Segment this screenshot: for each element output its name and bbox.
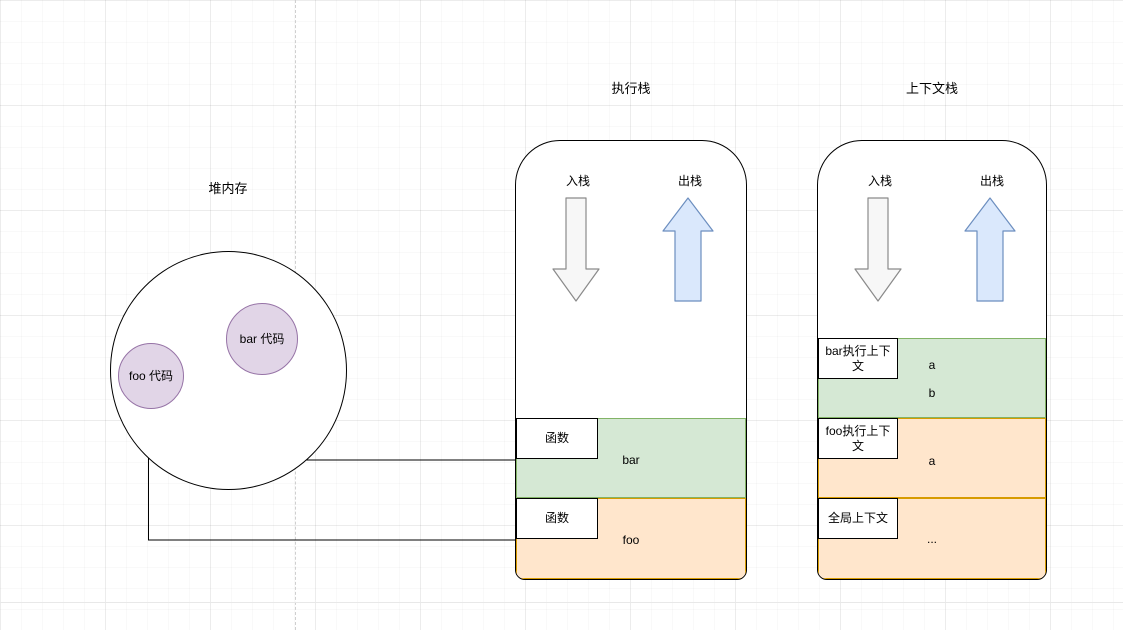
context-stack-frame-bar-label-box: bar执行上下文 — [818, 338, 898, 379]
pop-arrow-up-icon — [662, 197, 714, 302]
heap-circle — [110, 251, 347, 490]
context-stack-pop-label: 出栈 — [979, 174, 1004, 188]
frame-label: foo执行上下文 — [825, 423, 891, 453]
frame-label: 全局上下文 — [827, 511, 888, 525]
page-boundary-horizontal — [0, 602, 1123, 603]
push-arrow-down-icon — [552, 197, 600, 302]
execution-stack-frame-bar-label-box: 函数 — [516, 418, 598, 459]
execution-stack-push-label: 入栈 — [565, 174, 590, 188]
context-stack-frame-foo-value-a: a — [928, 454, 936, 468]
heap-node-bar: bar 代码 — [226, 303, 298, 375]
execution-stack-frame-bar-value: bar — [622, 453, 640, 467]
execution-stack-frame-foo-label-box: 函数 — [516, 498, 598, 539]
heap-node-foo: foo 代码 — [118, 343, 184, 409]
frame-label: 函数 — [544, 511, 569, 525]
context-stack-frame-bar-value-b: b — [928, 386, 936, 400]
frame-label: bar执行上下文 — [825, 343, 891, 373]
context-stack-frame-global-label-box: 全局上下文 — [818, 498, 898, 539]
heap-node-bar-label: bar 代码 — [239, 331, 285, 346]
context-stack-push-label: 入栈 — [867, 174, 892, 188]
execution-stack-container: 入栈 出栈 函数 bar 函数 foo — [515, 140, 747, 580]
pop-arrow-up-icon — [964, 197, 1016, 302]
execution-stack-frame-foo-value: foo — [622, 533, 640, 547]
context-stack-frame-bar-value-a: a — [928, 358, 936, 372]
context-stack-title: 上下文栈 — [905, 81, 958, 96]
execution-stack-title: 执行栈 — [611, 81, 651, 96]
context-stack-frame-global-value: ... — [926, 532, 937, 546]
execution-stack-pop-label: 出栈 — [677, 174, 702, 188]
heap-title: 堆内存 — [208, 181, 248, 196]
frame-label: 函数 — [544, 431, 569, 445]
context-stack-container: 入栈 出栈 bar执行上下文 a b foo执行上下文 a 全局上下文 ... — [817, 140, 1047, 580]
push-arrow-down-icon — [854, 197, 902, 302]
heap-node-foo-label: foo 代码 — [128, 368, 174, 383]
context-stack-frame-foo-label-box: foo执行上下文 — [818, 418, 898, 459]
